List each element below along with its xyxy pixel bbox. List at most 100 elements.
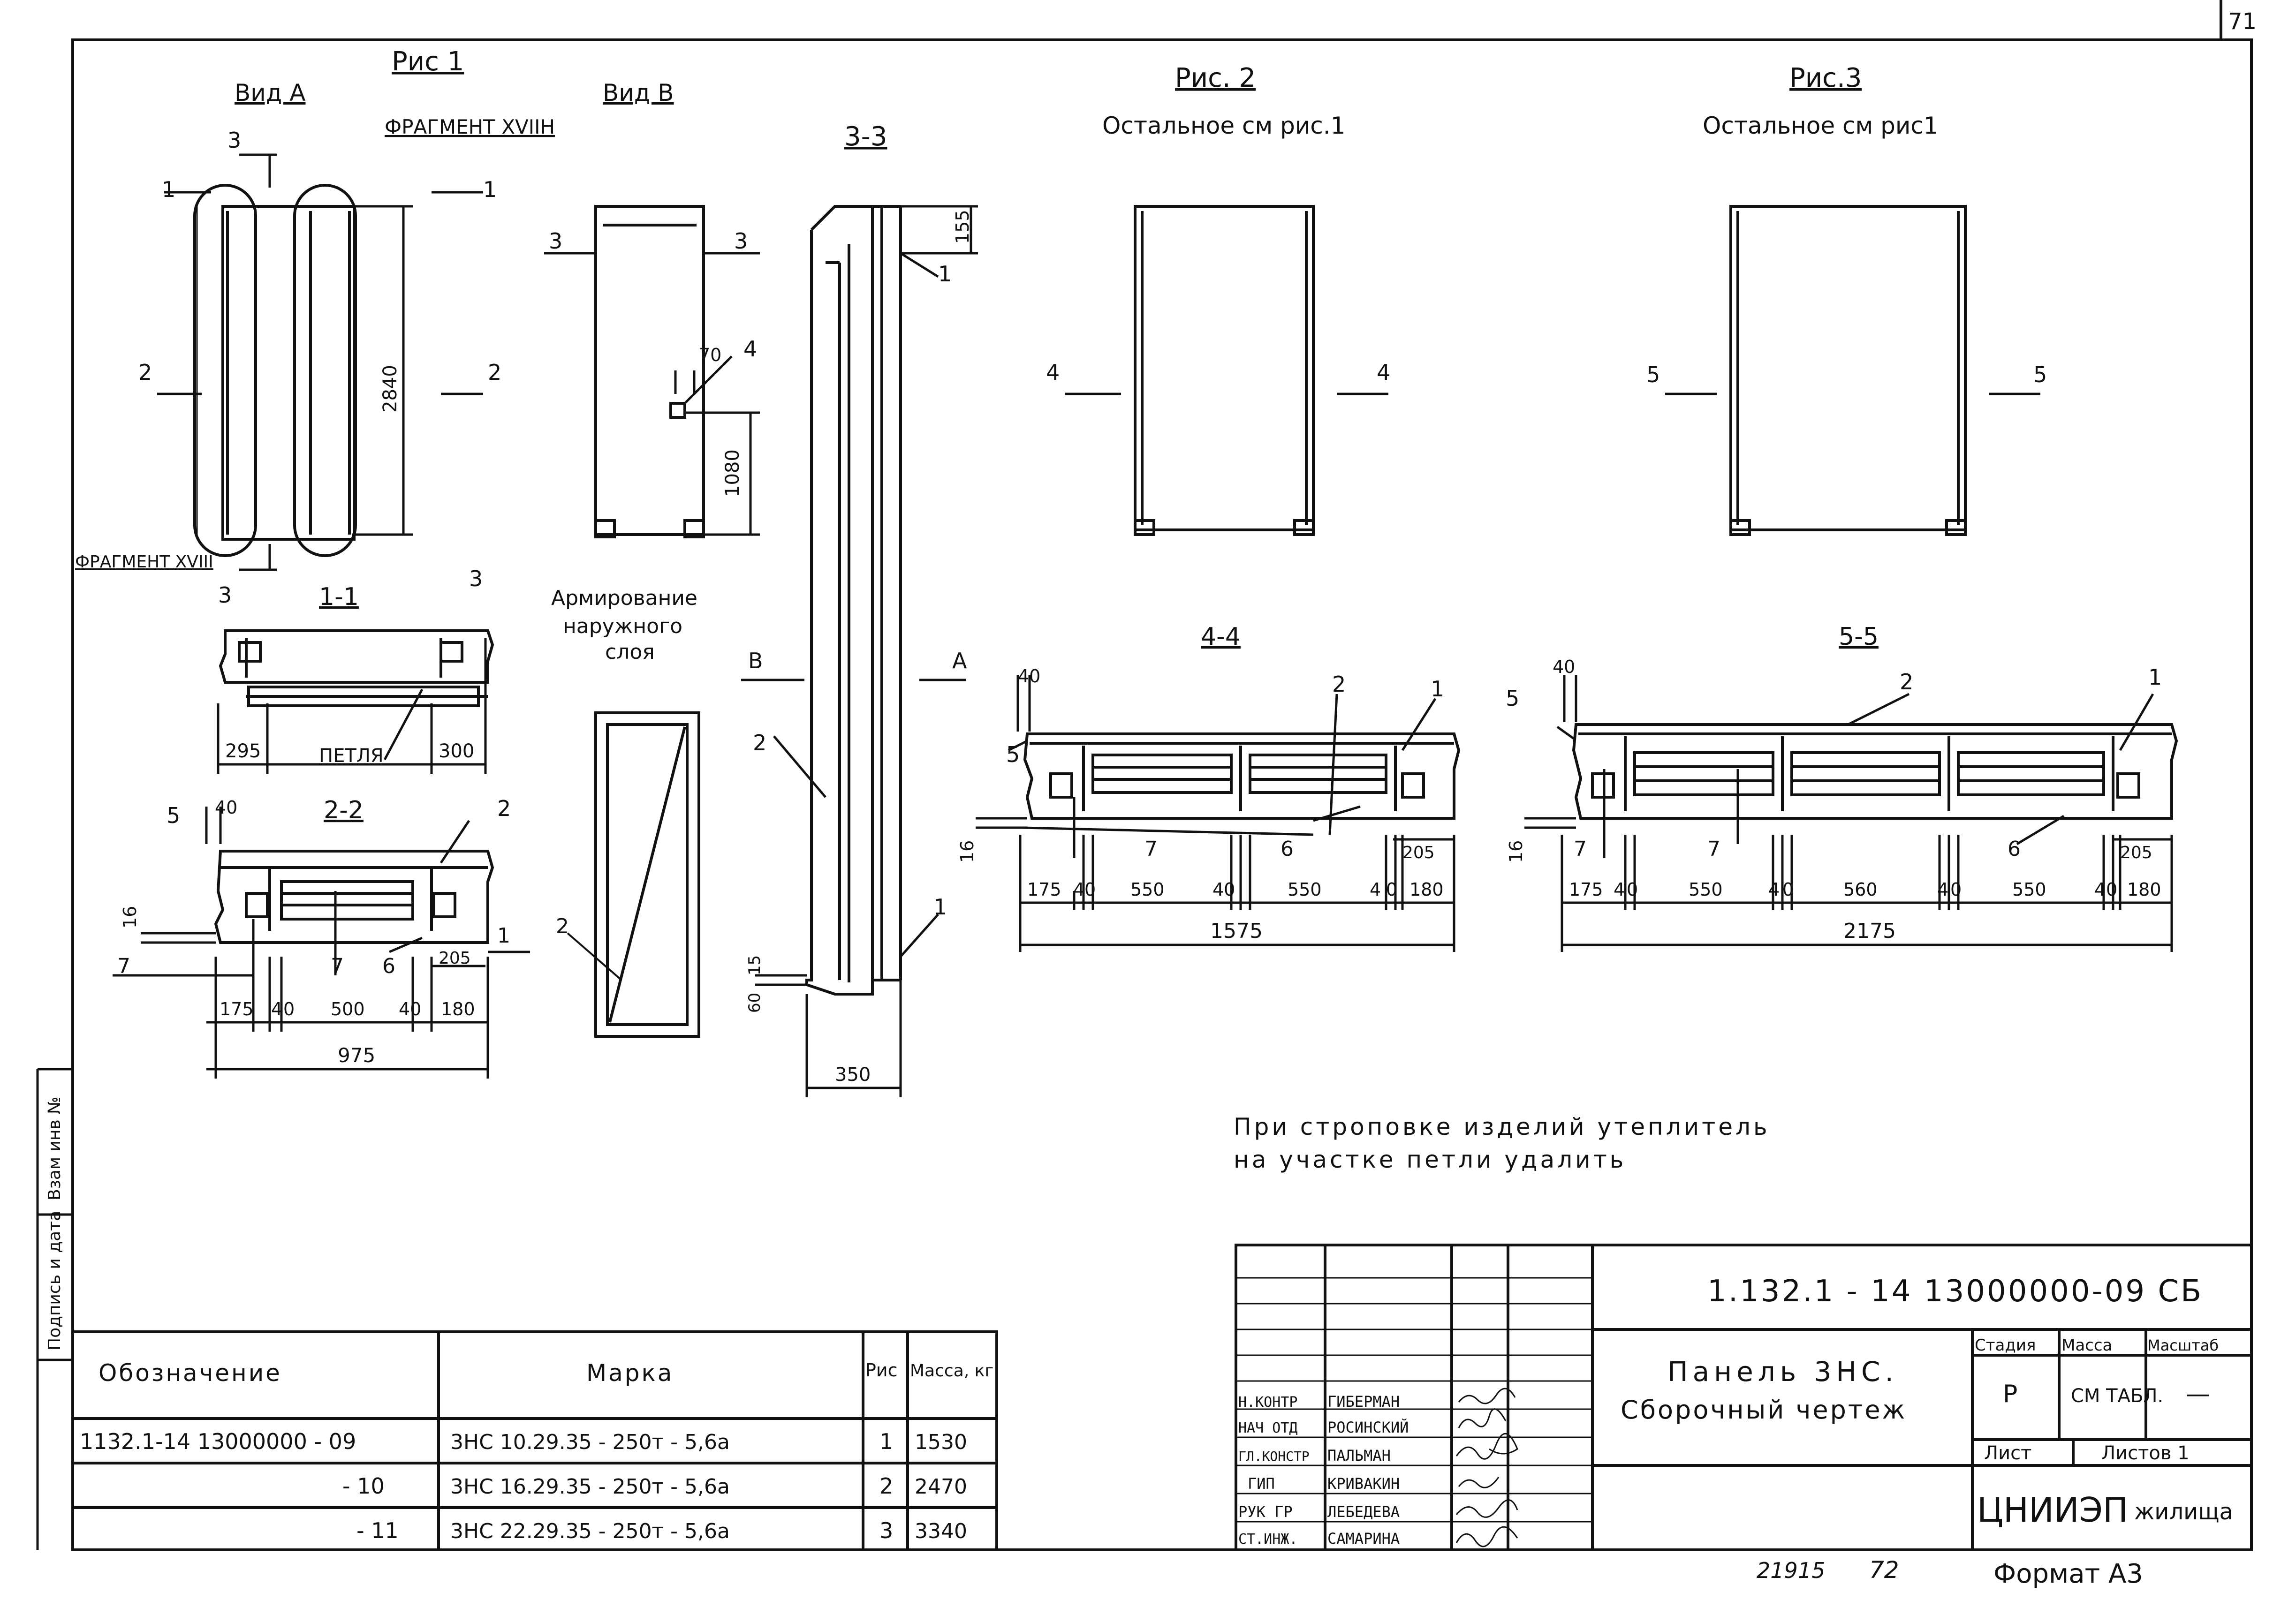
reinforcement-drawing — [567, 711, 700, 1038]
format-label: Формат А3 — [1993, 1559, 2143, 1589]
section-55-dim-550b: 550 — [2012, 879, 2046, 900]
mark-section-1-right: 1 — [483, 177, 497, 202]
section-22-mark-7-left: 7 — [117, 954, 130, 978]
dim-60: 60 — [745, 993, 764, 1013]
dim-15: 15 — [745, 955, 764, 975]
section-55-mark-1: 1 — [2148, 664, 2162, 690]
section-55-dim-0d: 0 — [2106, 879, 2117, 900]
section-11-drawing — [219, 629, 494, 707]
section-44-dim-4: 4 — [1073, 879, 1084, 900]
section-55-dim-4c: 4 — [1937, 879, 1948, 900]
stage-value: Р — [2003, 1380, 2017, 1408]
section-44-dim-180: 180 — [1409, 879, 1444, 900]
view-b-mark-3-right: 3 — [734, 228, 748, 254]
doc-name-line1: Панель 3НС. — [1667, 1356, 1898, 1388]
section-22-dim-0: 0 — [283, 999, 295, 1019]
handwritten-signatures — [1455, 1388, 1518, 1547]
view-a-label: Вид А — [235, 79, 305, 106]
section-44-dim-0b: 0 — [1386, 879, 1397, 900]
section-22-mark-1: 1 — [497, 924, 510, 948]
section-55-dim-total: 2175 — [1843, 919, 1896, 943]
reinforcement-title-2: наружного — [563, 614, 682, 638]
section-44-mark-5: 5 — [1006, 742, 1020, 767]
section-11-dims — [217, 638, 487, 774]
section-33-mark-1-top: 1 — [938, 261, 952, 287]
view-b-mark-3-left: 3 — [549, 228, 562, 254]
section-44-dim-40b: 40 — [1212, 879, 1235, 900]
left-margin-stamp — [36, 1068, 73, 1550]
spec-row1-designation: 1132.1-14 13000000 - 09 — [80, 1429, 356, 1454]
section-55-dim-0: 0 — [1627, 879, 1638, 900]
mark-section-2-right: 2 — [488, 360, 501, 385]
section-55-label: 5-5 — [1839, 623, 1879, 651]
fig3-mark-5-right: 5 — [2033, 362, 2047, 387]
sign-role-1: Н.КОНТР — [1238, 1394, 1297, 1411]
fig2-mark-4-left: 4 — [1046, 360, 1060, 385]
page-number: 71 — [2228, 8, 2257, 35]
spec-row3-fig: 3 — [879, 1518, 893, 1543]
dim-1080: 1080 — [722, 449, 743, 497]
view-b-drawing — [594, 205, 705, 538]
section-33-drawing — [805, 205, 902, 996]
spec-row2-mass: 2470 — [915, 1475, 967, 1499]
section-55-dim-40: 40 — [1553, 657, 1575, 677]
section-44-dim-16: 16 — [957, 840, 978, 863]
fig2-subtitle: Остальное см рис.1 — [1102, 112, 1346, 139]
section-33-label: 3-3 — [844, 121, 887, 152]
section-44-dim-40: 40 — [1018, 666, 1040, 687]
spec-header-fig: Рис — [865, 1360, 898, 1381]
spec-row1-fig: 1 — [879, 1429, 893, 1454]
loop-label: ПЕТЛЯ — [319, 745, 384, 767]
spec-row3-designation: - 11 — [356, 1518, 399, 1543]
dim-155: 155 — [952, 210, 973, 244]
scale-value: — — [2186, 1380, 2210, 1408]
section-44-dim-0: 0 — [1084, 879, 1096, 900]
mark-section-1-left: 1 — [162, 177, 175, 202]
section-44-dim-205: 205 — [1402, 843, 1435, 862]
sign-name-3: ПАЛЬМАН — [1327, 1447, 1391, 1464]
section-22-dim-40: 40 — [215, 797, 237, 818]
note-line-1: При строповке изделий утеплитель — [1234, 1113, 1770, 1140]
org-name-small: жилища — [2134, 1499, 2233, 1525]
section-22-drawing — [214, 850, 494, 944]
dim-2840: 2840 — [379, 365, 401, 413]
section-55-mark-7-left: 7 — [1574, 837, 1587, 861]
section-22-dim-180: 180 — [441, 999, 475, 1019]
fig2-view — [1134, 205, 1315, 536]
section-44-mark-1: 1 — [1431, 676, 1444, 702]
sign-name-6: САМАРИНА — [1327, 1530, 1400, 1547]
sign-role-4: ГИП — [1248, 1475, 1275, 1493]
sign-name-4: КРИВАКИН — [1327, 1475, 1400, 1493]
sheet-frame — [71, 0, 2253, 1551]
view-a-dims — [157, 153, 483, 571]
section-11-dim-300: 300 — [439, 740, 474, 762]
section-44-drawing — [1023, 732, 1461, 820]
section-55-mark-2: 2 — [1900, 669, 1913, 694]
mark-section-3-top: 3 — [227, 128, 241, 153]
doc-code: 1.132.1 - 14 13000000-09 СБ — [1707, 1274, 2203, 1309]
section-44-label: 4-4 — [1201, 623, 1241, 651]
fragment-top-label: ФРАГМЕНТ XVIIН — [385, 115, 555, 138]
title-block-grid — [1235, 1244, 2253, 1551]
spec-row2-fig: 2 — [879, 1473, 893, 1499]
section-44-mark-7: 7 — [1144, 837, 1158, 861]
section-11-dim-295: 295 — [225, 740, 261, 762]
reinforcement-mark-2: 2 — [556, 914, 569, 938]
stage-header: Стадия — [1975, 1336, 2036, 1355]
org-name-big: ЦНИИЭП — [1977, 1490, 2128, 1530]
spec-row2-designation: - 10 — [342, 1473, 385, 1499]
sheet-sequence: 72 — [1869, 1556, 1899, 1584]
section-11-mark-3: 3 — [469, 566, 483, 591]
view-b-dims — [544, 252, 760, 536]
view-b-mark-4: 4 — [743, 336, 757, 362]
sheets-header: Листов 1 — [2101, 1442, 2190, 1464]
view-b-label: Вид В — [603, 79, 674, 106]
fig3-subtitle: Остальное см рис1 — [1703, 112, 1939, 139]
dim-350: 350 — [835, 1064, 871, 1086]
section-44-dim-550a: 550 — [1130, 879, 1165, 900]
section-44-mark-2: 2 — [1332, 672, 1346, 697]
section-22-mark-6: 6 — [382, 954, 395, 978]
spec-header-mass: Масса, кг — [910, 1361, 993, 1381]
sign-name-5: ЛЕБЕДЕВА — [1327, 1503, 1400, 1521]
mark-section-3-bottom: 3 — [218, 582, 232, 608]
